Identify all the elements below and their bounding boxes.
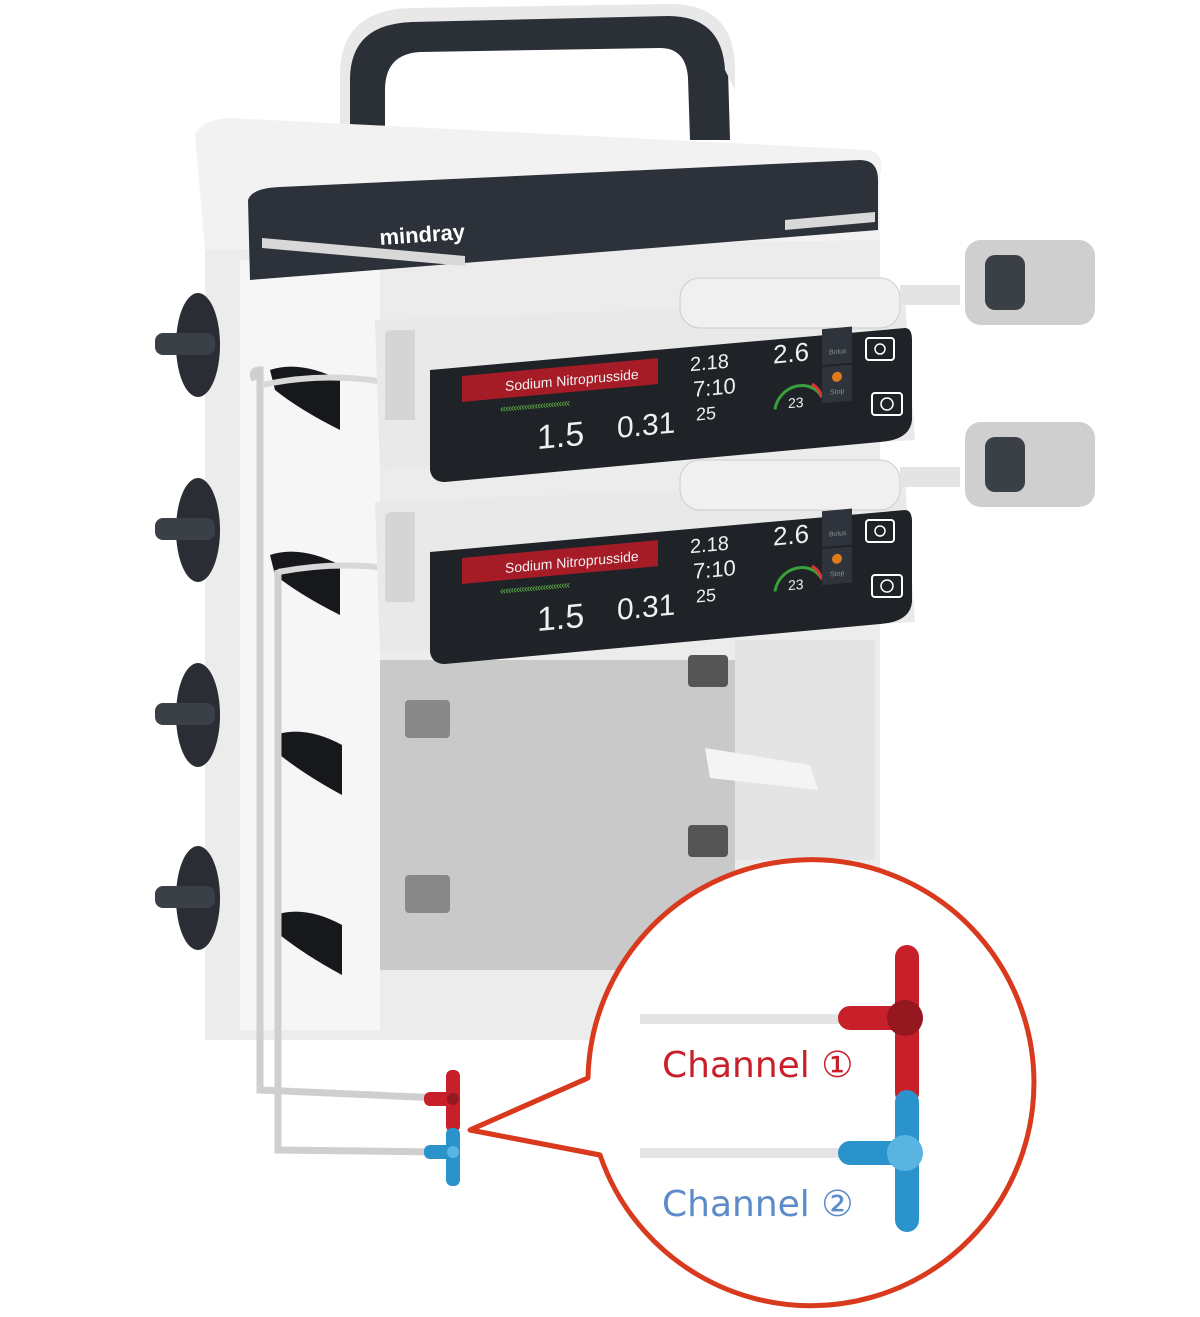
syringe-pump-channel-2: Sodium Nitroprusside ‹‹‹‹‹‹‹‹‹‹‹‹‹‹‹‹‹‹‹… [375,422,1095,664]
syringe-pump-channel-1: Sodium Nitroprusside ‹‹‹‹‹‹‹‹‹‹‹‹‹‹‹‹‹‹‹… [375,240,1095,482]
t-connector-small [424,1070,460,1186]
concentration-value: 25 [696,403,716,425]
dose-rate-value: 1.5 [537,597,584,639]
volume-value: 2.6 [773,518,809,551]
stop-hard-button[interactable] [871,574,903,598]
channel-1-label: Channel ① [662,1045,854,1086]
time-remaining-value: 7:10 [693,555,736,584]
brand-band [248,160,878,280]
bolus-button[interactable] [822,326,852,366]
stop-hard-button[interactable] [871,392,903,416]
power-button[interactable] [865,337,895,361]
pump-screen-bezel [430,328,912,482]
pressure-value: 23 [788,576,804,593]
vtbi-value: 2.18 [690,351,729,376]
stop-button[interactable] [822,546,852,586]
connector-callout: Channel ① Channel ② [467,857,1037,1309]
time-remaining-value: 7:10 [693,373,736,402]
power-button[interactable] [865,519,895,543]
channel-2-label: Channel ② [662,1184,854,1225]
syringe-plunger-holder[interactable] [965,240,1095,325]
carry-handle[interactable] [345,12,730,160]
vtbi-value: 2.18 [690,533,729,558]
rate-value: 0.31 [617,589,675,627]
syringe-plunger-holder[interactable] [965,422,1095,507]
bolus-label: Bolus [829,348,847,357]
stop-label: Stop [830,570,844,578]
pump-screen-bezel [430,510,912,664]
concentration-value: 25 [696,585,716,607]
bolus-button[interactable] [822,508,852,548]
pressure-value: 23 [788,394,804,411]
stop-label: Stop [830,388,844,396]
rate-value: 0.31 [617,407,675,445]
dose-rate-value: 1.5 [537,415,584,457]
brand-logo: mindray [379,219,467,250]
bolus-label: Bolus [829,530,847,539]
stop-button[interactable] [822,364,852,404]
volume-value: 2.6 [773,336,809,369]
mounting-knobs[interactable] [155,293,220,950]
